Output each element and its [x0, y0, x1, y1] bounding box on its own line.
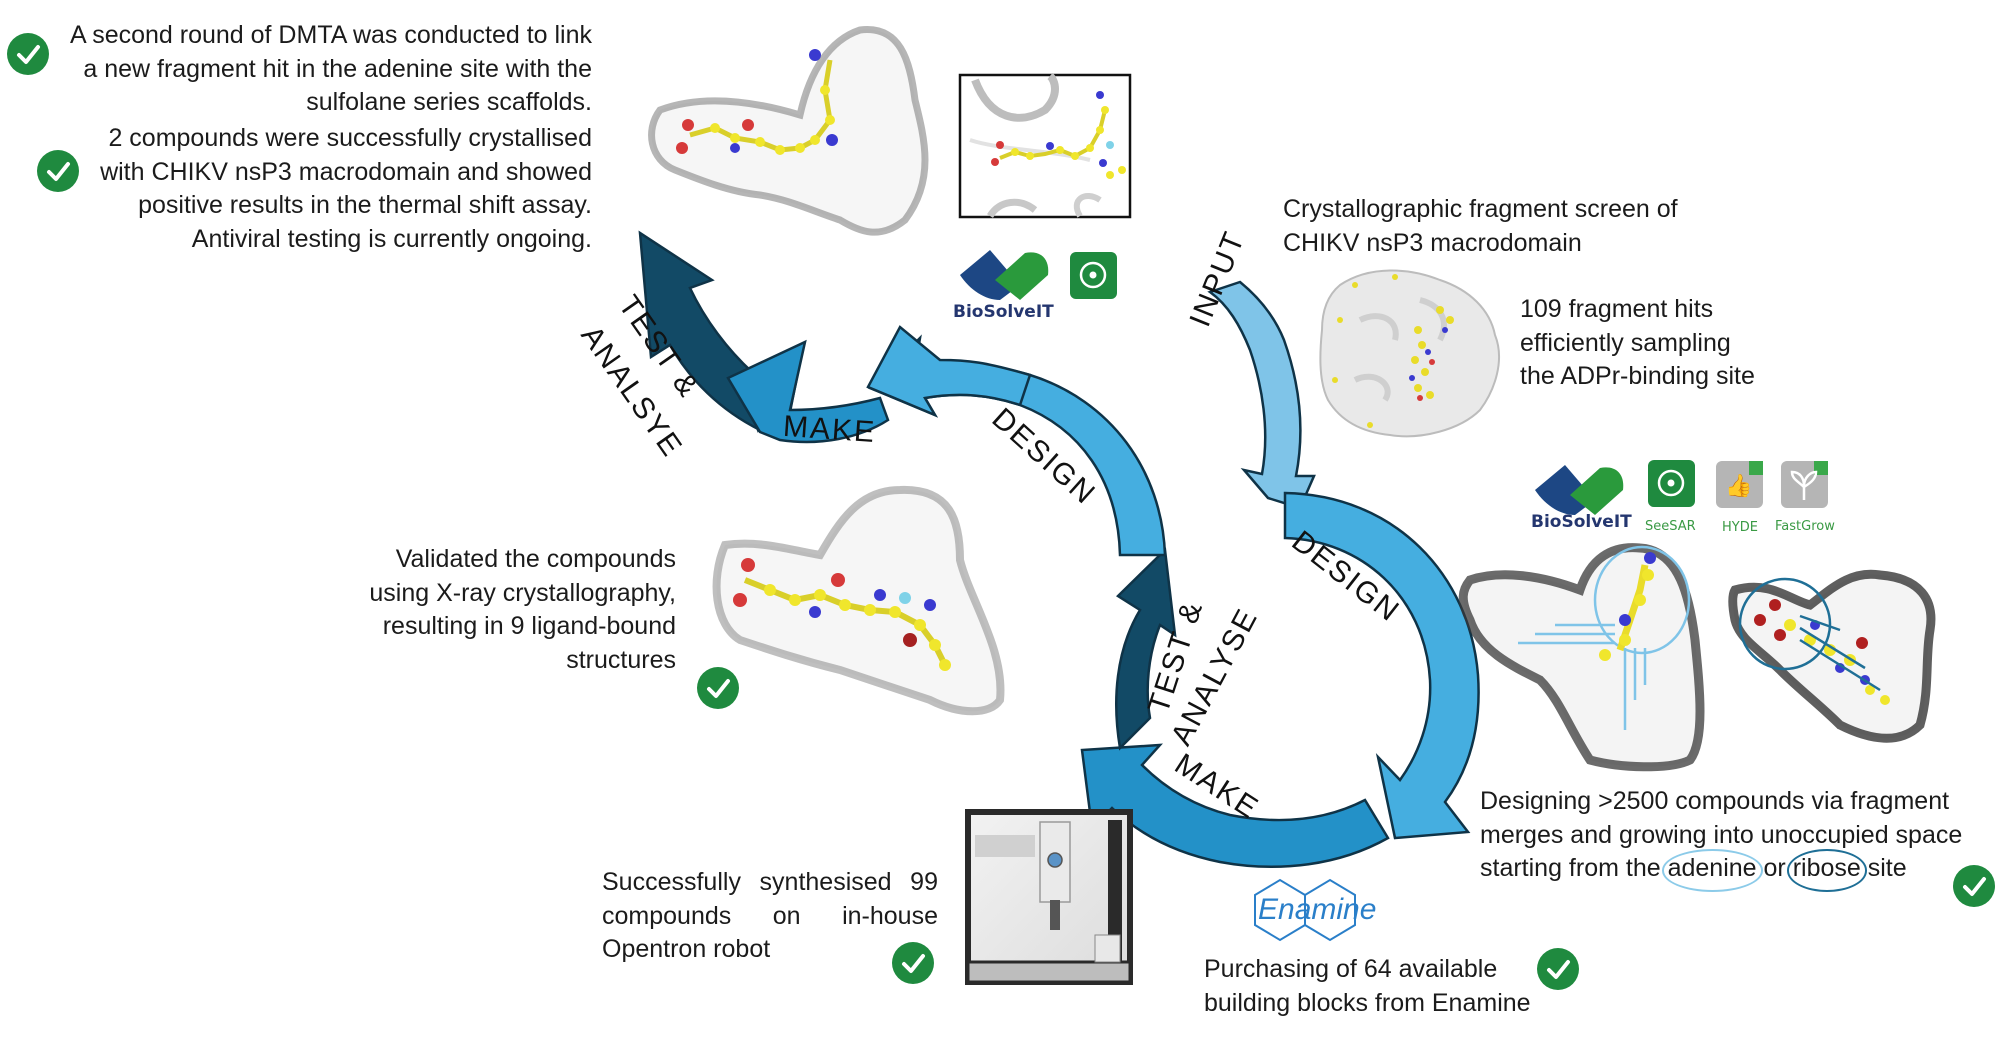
note-validated: Validated the compounds using X-ray crys… [330, 543, 676, 677]
biosolveit-logo-top [960, 250, 1049, 300]
check-icon [697, 667, 739, 709]
note-fragment-hits: 109 fragment hits efficiently sampling t… [1520, 293, 1820, 394]
check-icon [1537, 948, 1579, 990]
fastgrow-label: FastGrow [1775, 519, 1835, 534]
opentron-robot-image [965, 809, 1133, 985]
pocket-adenine-design [1458, 543, 1705, 772]
biosolveit-label-top: BioSolveIT [953, 302, 1054, 322]
note-line: Opentron robot [602, 935, 771, 963]
seesar-logo-right [1648, 460, 1695, 507]
check-icon [7, 33, 49, 75]
pocket-middle-left [712, 485, 1005, 716]
check-icon [892, 942, 934, 984]
note-line: the ADPr-binding site [1520, 362, 1755, 390]
note-text: site [1860, 854, 1907, 882]
note-line: Antiviral testing is currently ongoing. [191, 224, 592, 253]
note-line: starting from the adenine or ribose site [1480, 849, 2000, 891]
note-line: Crystallographic fragment screen of [1283, 195, 1678, 223]
seesar-logo-top [1070, 252, 1117, 299]
adenine-highlight: adenine [1661, 849, 1763, 891]
note-line: 109 fragment hits [1520, 295, 1714, 323]
upper-make-arrow-full [726, 339, 890, 444]
ribose-highlight: ribose [1786, 849, 1867, 891]
note-line: positive results in the thermal shift as… [138, 191, 592, 219]
check-icon [37, 150, 79, 192]
note-line: resulting in 9 ligand-bound [382, 612, 676, 640]
note-line: CHIKV nsP3 macrodomain [1283, 228, 1582, 257]
note-line: efficiently sampling [1520, 328, 1731, 357]
note-line: sulfolane series scaffolds. [306, 88, 592, 116]
note-purchasing: Purchasing of 64 available building bloc… [1204, 953, 1544, 1020]
lower-test-arrow [1115, 547, 1177, 751]
note-line: building blocks from Enamine [1204, 988, 1531, 1017]
biosolveit-label-right: BioSolveIT [1531, 512, 1632, 532]
note-crystallised: 2 compounds were successfully crystallis… [40, 122, 592, 256]
note-second-round: A second round of DMTA was conducted to … [40, 19, 592, 120]
note-line: using X-ray crystallography, [369, 578, 676, 607]
note-line: structures [566, 645, 676, 674]
stage-label-make-upper: MAKE [781, 409, 878, 450]
check-icon [1953, 865, 1995, 907]
note-line: Designing >2500 compounds via fragment [1480, 787, 1950, 815]
biosolveit-logo-right [1535, 465, 1624, 515]
pocket-top-left [648, 26, 929, 236]
note-line: Successfully synthesised 99 [602, 868, 938, 896]
crystal-structure-inset [958, 72, 1132, 219]
note-synthesised: Successfully synthesised 99 compounds on… [602, 866, 938, 967]
enamine-logo [1254, 878, 1356, 942]
hyde-logo: 👍 [1716, 461, 1763, 508]
note-line: a new fragment hit in the adenine site w… [83, 54, 592, 83]
note-line: 2 compounds were successfully crystallis… [108, 124, 592, 152]
note-designing: Designing >2500 compounds via fragment m… [1480, 785, 2000, 891]
input-arrow [1207, 280, 1316, 510]
note-line: Purchasing of 64 available [1204, 955, 1498, 983]
protein-surface-fragments [1319, 269, 1501, 438]
note-text: starting from the [1480, 854, 1668, 882]
note-text: or [1756, 854, 1793, 882]
enamine-label: Enamine [1258, 893, 1377, 926]
note-fragment-screen: Crystallographic fragment screen of CHIK… [1283, 193, 1703, 260]
note-line: merges and growing into unoccupied space [1480, 820, 1963, 849]
hyde-label: HYDE [1722, 520, 1758, 535]
note-line: with CHIKV nsP3 macrodomain and showed [100, 157, 592, 186]
pocket-ribose-design [1728, 569, 1936, 743]
note-line: Validated the compounds [395, 545, 676, 573]
seesar-label: SeeSAR [1645, 519, 1696, 534]
fastgrow-logo [1781, 461, 1828, 508]
note-line: compounds on in-house [602, 901, 938, 930]
upper-design-arrowhead [866, 325, 1032, 418]
svg-text:👍: 👍 [1725, 473, 1752, 499]
lower-design-arrow [1283, 491, 1480, 840]
note-line: A second round of DMTA was conducted to … [69, 21, 592, 49]
